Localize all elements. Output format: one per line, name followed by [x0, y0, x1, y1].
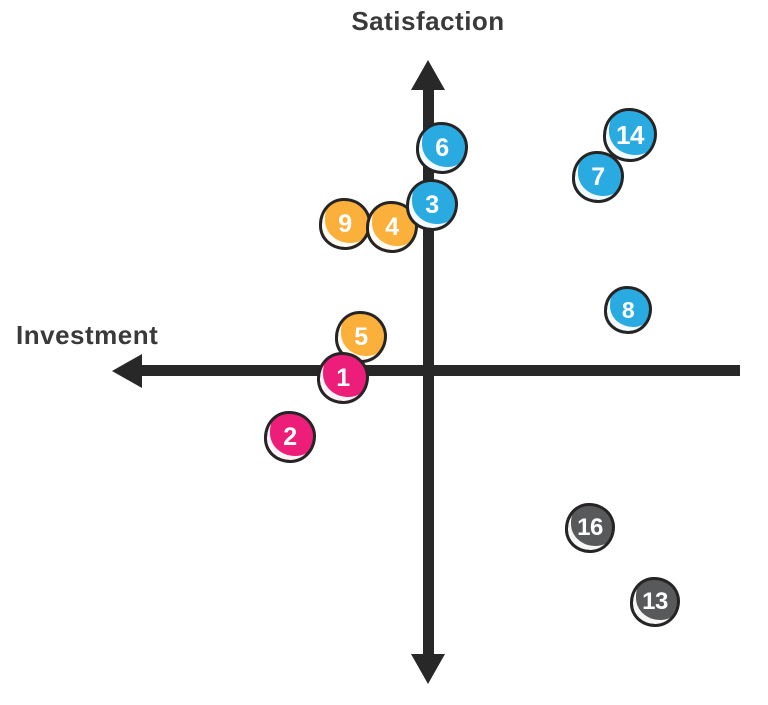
data-point-label: 1	[336, 363, 350, 392]
data-point-label: 6	[435, 133, 449, 162]
data-point-8: 8	[604, 286, 652, 334]
data-point-13: 13	[630, 577, 680, 627]
data-point-label: 7	[591, 162, 605, 191]
y-axis-down-arrow-icon	[411, 654, 445, 684]
data-point-label: 3	[425, 190, 439, 219]
data-point-label: 9	[338, 209, 352, 238]
data-point-5: 5	[335, 311, 387, 363]
x-axis-title: Investment	[16, 320, 159, 350]
data-point-label: 2	[283, 422, 297, 451]
data-point-14: 14	[603, 108, 657, 162]
data-point-7: 7	[572, 151, 624, 203]
data-point-2: 2	[264, 411, 316, 463]
data-point-label: 14	[616, 120, 644, 150]
data-point-label: 8	[621, 296, 635, 323]
data-point-16: 16	[565, 503, 615, 553]
y-axis-up-arrow-icon	[411, 60, 445, 90]
x-axis-line	[138, 365, 740, 376]
data-point-label: 13	[642, 588, 668, 615]
data-point-label: 4	[385, 212, 399, 241]
y-axis-title: Satisfaction	[351, 6, 505, 36]
data-point-1: 1	[317, 352, 369, 404]
data-point-3: 3	[406, 179, 458, 231]
data-point-label: 5	[354, 322, 368, 351]
data-point-6: 6	[416, 122, 468, 174]
data-point-label: 16	[577, 514, 603, 541]
x-axis-left-arrow-icon	[112, 353, 142, 388]
data-point-9: 9	[319, 198, 371, 250]
